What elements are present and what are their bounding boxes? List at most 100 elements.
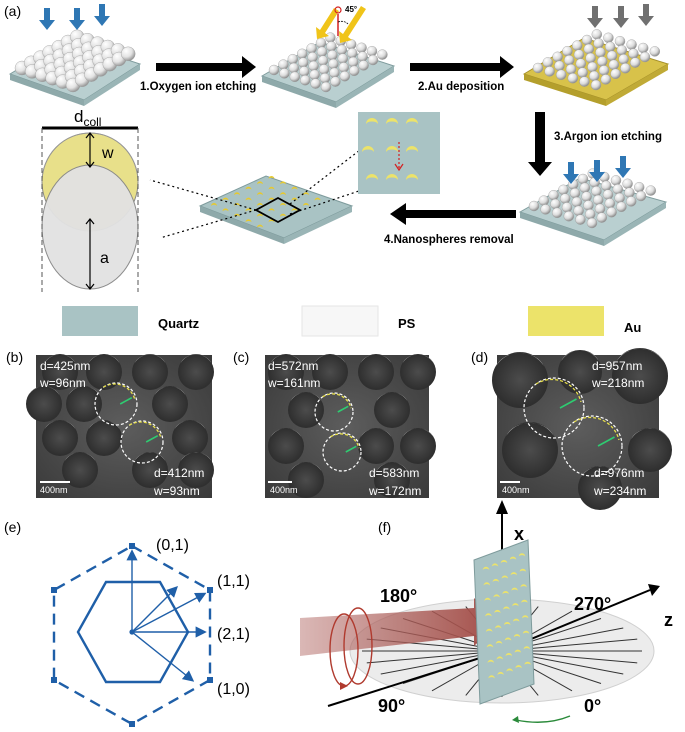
sem-c-bot-d: d=583nm xyxy=(369,466,419,480)
sphere xyxy=(577,173,589,185)
nanohole xyxy=(312,354,348,390)
crescent xyxy=(487,659,494,663)
measure-circle xyxy=(314,392,354,432)
crescent xyxy=(495,640,503,645)
nanohole xyxy=(152,386,188,422)
sphere xyxy=(581,34,593,46)
measure-arc xyxy=(573,416,620,441)
sphere xyxy=(556,69,567,81)
nanohole xyxy=(558,350,602,394)
crescent xyxy=(291,208,298,212)
crescent xyxy=(511,587,518,591)
sphere xyxy=(572,40,583,51)
crescent xyxy=(222,197,229,201)
crescent xyxy=(484,597,491,601)
sphere xyxy=(595,47,606,58)
crescent xyxy=(386,146,398,152)
sphere xyxy=(550,198,561,210)
crescent xyxy=(521,599,528,603)
legend-swatch-quartz xyxy=(62,306,138,336)
crescent xyxy=(488,675,495,679)
sphere xyxy=(602,189,614,200)
sphere xyxy=(366,46,378,57)
sphere xyxy=(606,206,617,218)
legend-label-quartz: Quartz xyxy=(158,316,200,331)
sem-b-top-d: d=425nm xyxy=(40,359,90,373)
crescent xyxy=(211,203,217,206)
step2-label: 2.Au deposition xyxy=(418,81,504,93)
sem-d-top-d: d=957nm xyxy=(592,359,642,373)
step3-label: 3.Argon ion etching xyxy=(554,131,662,143)
substrate-step2 xyxy=(522,29,670,106)
sphere xyxy=(330,76,341,87)
nanohole xyxy=(400,354,436,390)
crescent xyxy=(495,625,502,629)
panel-label-a: (a) xyxy=(4,3,21,19)
sphere xyxy=(620,62,631,74)
crescent xyxy=(386,118,398,124)
crescent xyxy=(280,181,286,185)
nanohole xyxy=(42,420,78,456)
crescent xyxy=(509,556,517,560)
substrate-step1 xyxy=(260,32,396,108)
incident-beam xyxy=(300,598,500,656)
crescent xyxy=(504,637,512,641)
sphere xyxy=(610,68,621,80)
deposition-arrows xyxy=(316,6,366,43)
geometry-schematic xyxy=(41,126,139,292)
sphere xyxy=(548,189,559,201)
crescent xyxy=(500,560,508,564)
sphere xyxy=(581,191,592,202)
sphere xyxy=(626,39,637,50)
sem-b-bot-w: w=93nm xyxy=(153,484,200,498)
crescent xyxy=(268,176,275,179)
rotation-stage xyxy=(300,500,660,723)
crescent xyxy=(291,197,298,201)
sphere xyxy=(552,207,563,219)
step1-label: 1.Oxygen ion etching xyxy=(140,81,256,93)
crescent xyxy=(493,594,500,598)
sphere xyxy=(542,57,553,68)
nanohole xyxy=(358,428,394,464)
nanohole xyxy=(374,392,410,428)
sphere xyxy=(298,57,309,68)
panel-label-c: (c) xyxy=(233,349,249,365)
sphere xyxy=(558,184,569,196)
zoom-guides xyxy=(149,149,363,239)
crescent xyxy=(362,146,374,152)
sphere xyxy=(579,76,590,87)
sphere xyxy=(614,192,625,204)
sphere xyxy=(597,56,608,67)
sphere xyxy=(357,51,368,62)
panel-label-f: (f) xyxy=(378,519,391,535)
angle-180: 180° xyxy=(380,586,417,606)
crescent xyxy=(303,192,309,196)
axis-label-z: z xyxy=(664,610,673,630)
crescent xyxy=(512,603,519,607)
sem-b-bot-d: d=412nm xyxy=(154,466,204,480)
crescent xyxy=(234,192,240,196)
crescent xyxy=(520,584,527,588)
crescent xyxy=(506,668,513,672)
crescent xyxy=(245,186,252,190)
panel-label-b: (b) xyxy=(6,349,23,365)
sphere xyxy=(315,37,327,49)
sphere xyxy=(604,198,615,209)
legend-swatch-ps xyxy=(301,305,379,337)
width-marker xyxy=(597,436,615,447)
sphere xyxy=(544,66,555,77)
sphere xyxy=(593,194,604,206)
axis-label-x: x xyxy=(514,524,524,544)
zoom-inset xyxy=(358,112,440,194)
sphere xyxy=(605,41,616,52)
sem-c-top-w: w=161nm xyxy=(267,376,320,390)
crescent xyxy=(519,568,526,572)
sphere xyxy=(377,49,388,60)
inner-hexagon xyxy=(76,580,190,684)
nanohole xyxy=(288,392,324,428)
sphere xyxy=(587,61,598,73)
sphere xyxy=(327,50,338,61)
sphere xyxy=(288,62,299,74)
w-label: w xyxy=(101,145,114,162)
